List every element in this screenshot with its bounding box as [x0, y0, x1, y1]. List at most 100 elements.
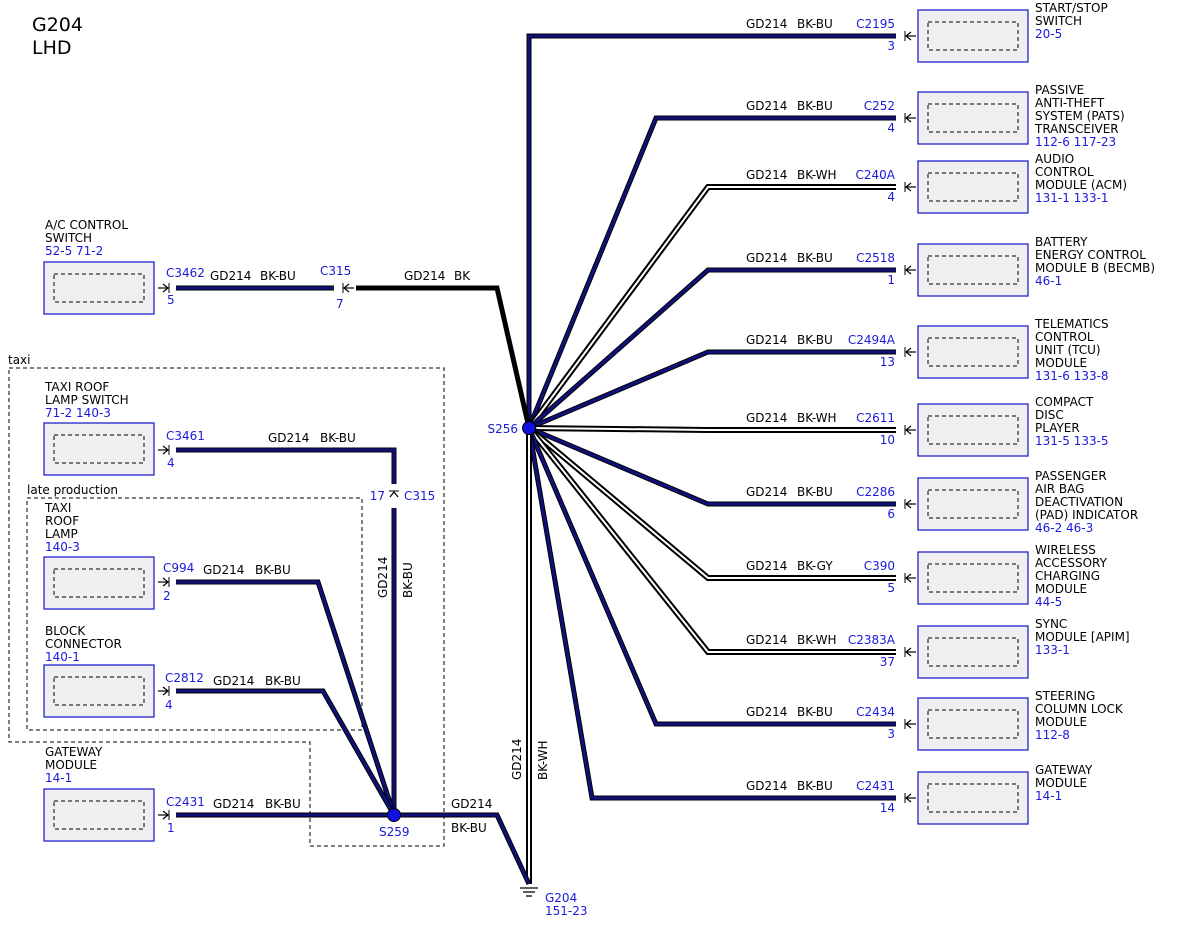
right-comp-3-connector-arrow	[904, 182, 916, 192]
right-comp-1-connector-arrow	[904, 31, 916, 41]
left-comp-4-box	[43, 664, 155, 718]
right-comp-1-name-line: SWITCH	[1035, 14, 1082, 28]
right-comp-5-circuit: GD214	[746, 333, 787, 347]
c315-vertical-circuit: GD214	[376, 557, 390, 598]
left-comp-3-circuit: GD214	[203, 563, 244, 577]
right-comp-4-circuit: GD214	[746, 251, 787, 265]
right-comp-2-name-line: TRANSCEIVER	[1034, 122, 1119, 136]
right-comp-6-connector: C2611	[856, 411, 895, 425]
right-comp-3-name-line: CONTROL	[1035, 165, 1094, 179]
right-comp-7-connector: C2286	[856, 485, 895, 499]
right-comp-1-refs: 20-5	[1035, 27, 1062, 41]
right-comp-2-connector-arrow	[904, 113, 916, 123]
right-comp-6-wire-color: BK-WH	[797, 411, 837, 425]
right-comp-4-name-line: ENERGY CONTROL	[1035, 248, 1146, 262]
right-comp-7-wire-color: BK-BU	[797, 485, 833, 499]
right-comp-10-circuit: GD214	[746, 705, 787, 719]
left-comp-3-box	[43, 556, 155, 610]
s259-out-wire-color: BK-BU	[451, 821, 487, 835]
left-comp-5-name-line: MODULE	[45, 758, 97, 772]
right-comp-8-name-line: ACCESSORY	[1035, 556, 1108, 570]
right-comp-10-name-line: MODULE	[1035, 715, 1087, 729]
right-comp-10-refs: 112-8	[1035, 728, 1070, 742]
right-comp-6-name-line: PLAYER	[1035, 421, 1080, 435]
c315-top-connector-arrow	[342, 283, 354, 293]
left-comp-4-refs: 140-1	[45, 650, 80, 664]
right-comp-5-wire-color: BK-BU	[797, 333, 833, 347]
diagram-subtitle: LHD	[32, 37, 72, 59]
right-comp-2-wire	[526, 115, 896, 429]
right-comp-9-box	[917, 625, 1029, 679]
right-comp-10-connector: C2434	[856, 705, 895, 719]
right-comp-7-name-line: (PAD) INDICATOR	[1035, 508, 1138, 522]
left-comp-4-circuit: GD214	[213, 674, 254, 688]
right-comp-1-wire-color: BK-BU	[797, 17, 833, 31]
right-comp-3-wire-color: BK-WH	[797, 168, 837, 182]
right-comp-6-circuit: GD214	[746, 411, 787, 425]
c315-top-pin: 7	[336, 297, 344, 311]
ground-wire-circuit: GD214	[510, 739, 524, 780]
right-comp-10-name-line: STEERING	[1035, 689, 1095, 703]
right-comp-4-wire-color: BK-BU	[797, 251, 833, 265]
left-comp-4-name-line: CONNECTOR	[45, 637, 122, 651]
left-comp-5-pin: 1	[167, 821, 175, 835]
right-comp-7-name-line: PASSENGER	[1035, 469, 1107, 483]
late-production-group	[26, 497, 363, 731]
right-comp-2-circuit: GD214	[746, 99, 787, 113]
ground-ref: 151-23	[545, 904, 588, 918]
right-comp-5-connector-arrow	[904, 347, 916, 357]
right-comp-5-name-line: UNIT (TCU)	[1035, 343, 1101, 357]
left-comp-1-pin: 5	[167, 293, 175, 307]
right-comp-4-connector-arrow	[904, 265, 916, 275]
right-comp-11-name-line: MODULE	[1035, 776, 1087, 790]
right-comp-5-wire	[528, 349, 896, 431]
c315-vertical-wire-color: BK-BU	[401, 562, 415, 598]
right-comp-10-box	[917, 697, 1029, 751]
c315-top-wire-color: BK	[454, 269, 471, 283]
right-comp-6-refs: 131-5 133-5	[1035, 434, 1109, 448]
left-comp-2-name-line: TAXI ROOF	[44, 380, 109, 394]
right-comp-6-name-line: DISC	[1035, 408, 1064, 422]
right-comp-11-connector: C2431	[856, 779, 895, 793]
left-comp-3-wire	[176, 579, 397, 816]
diagram-title: G204	[32, 14, 83, 36]
right-comp-1-circuit: GD214	[746, 17, 787, 31]
right-comp-8-name-line: WIRELESS	[1035, 543, 1096, 557]
right-comp-3-circuit: GD214	[746, 168, 787, 182]
left-comp-2-connector-arrow	[158, 445, 170, 455]
right-comp-5-connector: C2494A	[848, 333, 896, 347]
right-comp-6-box	[917, 403, 1029, 457]
right-comp-11-name-line: GATEWAY	[1035, 763, 1093, 777]
left-comp-5-circuit: GD214	[213, 797, 254, 811]
right-comp-6-wire	[528, 425, 896, 433]
right-comp-8-wire-color: BK-GY	[797, 559, 833, 573]
right-comp-4-name-line: MODULE B (BECMB)	[1035, 261, 1155, 275]
right-comp-2-wire-color: BK-BU	[797, 99, 833, 113]
right-comp-3-box	[917, 160, 1029, 214]
right-comp-5-name-line: CONTROL	[1035, 330, 1094, 344]
right-comp-7-connector-arrow	[904, 499, 916, 509]
right-comp-9-pin: 37	[880, 655, 895, 669]
right-comp-4-wire	[527, 267, 896, 430]
left-comp-5-connector-arrow	[158, 810, 170, 820]
right-comp-2-name-line: ANTI-THEFT	[1035, 96, 1105, 110]
right-comp-6-name-line: COMPACT	[1035, 395, 1094, 409]
right-comp-1-pin: 3	[887, 39, 895, 53]
right-comp-1-box	[917, 9, 1029, 63]
left-comp-2-box	[43, 422, 155, 476]
c315-top-connector: C315	[320, 264, 351, 278]
right-comp-7-refs: 46-2 46-3	[1035, 521, 1093, 535]
right-comp-7-circuit: GD214	[746, 485, 787, 499]
right-comp-2-name-line: SYSTEM (PATS)	[1035, 109, 1125, 123]
c315-to-s256-wire	[356, 285, 532, 429]
left-comp-3-pin: 2	[163, 589, 171, 603]
left-comp-4-connector-arrow	[158, 686, 170, 696]
right-comp-5-pin: 13	[880, 355, 895, 369]
right-comp-8-box	[917, 551, 1029, 605]
right-comp-2-box	[917, 91, 1029, 145]
right-comp-2-pin: 4	[887, 121, 895, 135]
s259-out-circuit: GD214	[451, 797, 492, 811]
right-comp-7-name-line: AIR BAG	[1035, 482, 1084, 496]
right-comp-10-wire	[526, 427, 896, 727]
right-comp-7-box	[917, 477, 1029, 531]
